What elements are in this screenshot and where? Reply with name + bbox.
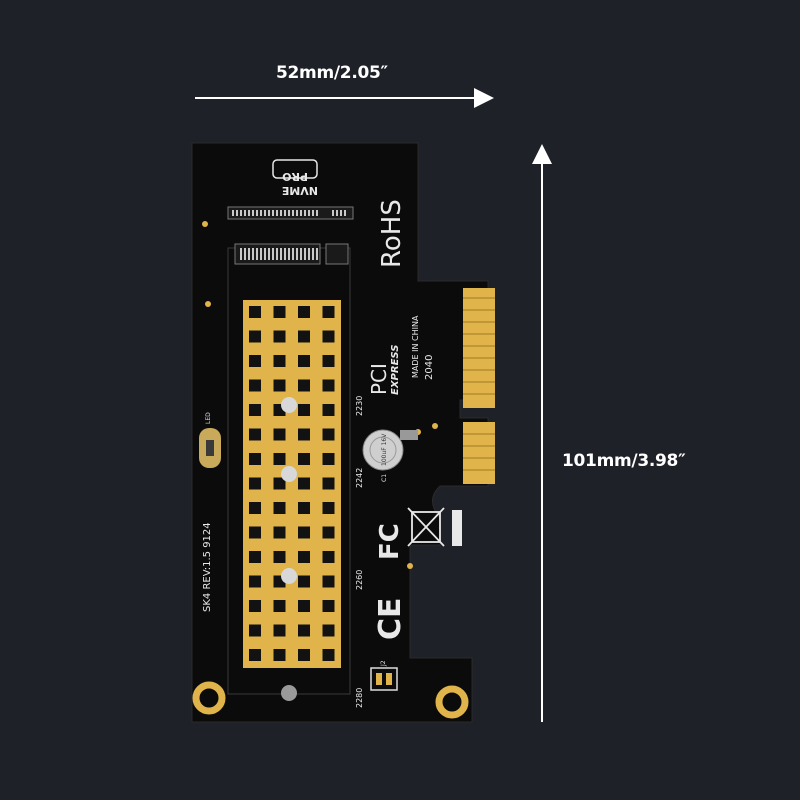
silkscreen-2230: 2230 <box>355 396 364 416</box>
mounting-hole-right <box>435 685 469 719</box>
silkscreen-cap-ref: C1 <box>381 474 388 482</box>
jumper-j2 <box>370 667 398 691</box>
ce-mark: CE <box>373 597 408 640</box>
thermal-pad-grid <box>243 300 341 668</box>
silkscreen-led: LED <box>205 412 212 424</box>
standoff-hole-2230 <box>281 397 297 413</box>
standoff-hole-2260 <box>281 568 297 584</box>
height-dimension-label: 101mm/3.98″ <box>562 451 686 471</box>
silkscreen-rohs: RoHS <box>377 199 407 268</box>
silkscreen-2242: 2242 <box>355 468 364 488</box>
standoff-hole-2242 <box>281 466 297 482</box>
pcie-gold-fingers-long <box>463 288 495 408</box>
silkscreen-express: EXPRESS <box>390 345 401 395</box>
weee-bin-icon <box>407 507 462 547</box>
m2-connector <box>227 206 354 265</box>
silkscreen-2260: 2260 <box>355 570 364 590</box>
silkscreen-nvme: NVME <box>282 184 318 197</box>
width-dimension-label: 52mm/2.05″ <box>276 63 388 83</box>
silkscreen-revision: SK4 REV:1.5 9124 <box>202 522 213 612</box>
mounting-hole-left <box>192 681 226 715</box>
silkscreen-date-code: 2040 <box>424 355 435 380</box>
standoff-screw-2280 <box>281 685 297 701</box>
silkscreen-jumper-ref: J2 <box>380 660 387 667</box>
silkscreen-made-in: MADE IN CHINA <box>411 315 420 378</box>
capacitor <box>362 429 418 471</box>
silkscreen-cap-value: 100uF 16V <box>381 433 388 466</box>
fc-mark: FC <box>375 523 405 560</box>
silkscreen-2280: 2280 <box>355 688 364 708</box>
silkscreen-pci: PCI <box>367 363 391 395</box>
pcie-gold-fingers-short <box>463 422 495 484</box>
silkscreen-pro: PRO <box>282 170 308 183</box>
